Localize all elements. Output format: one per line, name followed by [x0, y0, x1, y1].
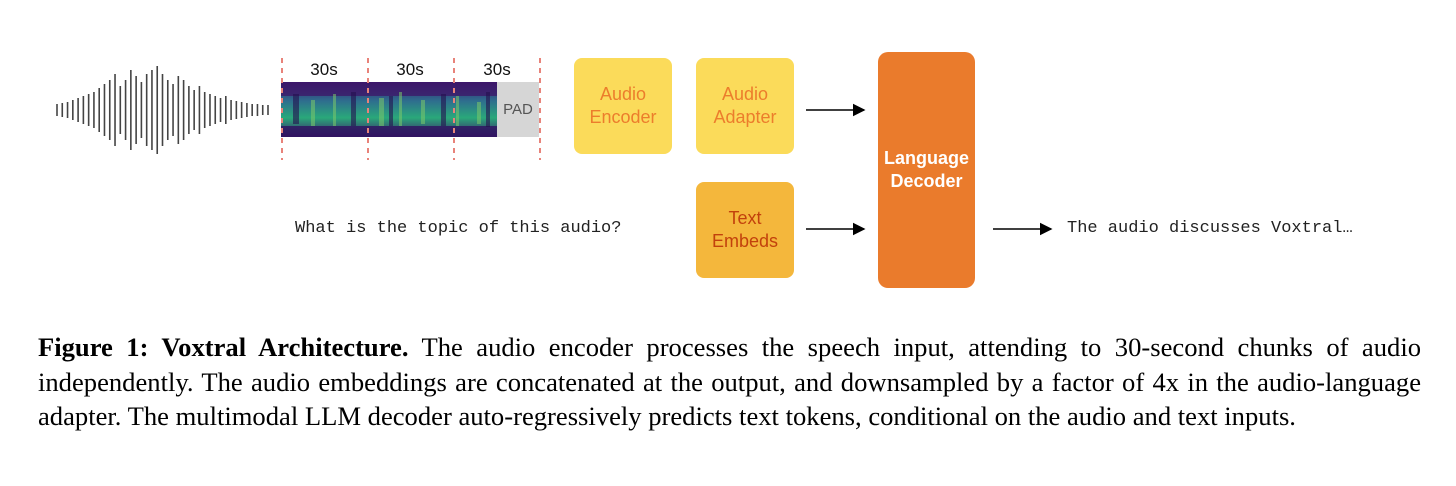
spectrogram [281, 82, 497, 137]
input-text-prompt: What is the topic of this audio? [295, 219, 622, 238]
output-text: The audio discusses Voxtral… [1067, 219, 1353, 238]
chunk-label-1: 30s [310, 60, 338, 79]
chunk-label-2: 30s [396, 60, 424, 79]
audio-adapter-label: Audio Adapter [713, 84, 777, 127]
caption-text: The audio encoder processes the speech i… [38, 332, 1422, 431]
audio-adapter-box: Audio Adapter [696, 58, 794, 154]
audio-encoder-box: Audio Encoder [574, 58, 672, 154]
text-embeds-label: Text Embeds [711, 208, 779, 251]
arrows [806, 103, 1053, 236]
chunk-label-3: 30s [483, 60, 511, 79]
caption-label: Figure 1: Voxtral Architecture. [38, 332, 409, 362]
text-embeds-box: Text Embeds [696, 182, 794, 278]
waveform-icon [56, 66, 269, 154]
language-decoder-label: Language Decoder [883, 148, 969, 191]
pad-segment: PAD [497, 82, 539, 137]
figure-caption: Figure 1: Voxtral Architecture. The audi… [38, 330, 1421, 434]
architecture-diagram: PAD 30s 30s 30s Audio Encoder Audio Adap… [56, 52, 1353, 288]
audio-encoder-label: Audio Encoder [589, 84, 657, 127]
language-decoder-box: Language Decoder [878, 52, 975, 288]
pad-label: PAD [503, 101, 533, 118]
chunk-dividers [281, 58, 541, 160]
